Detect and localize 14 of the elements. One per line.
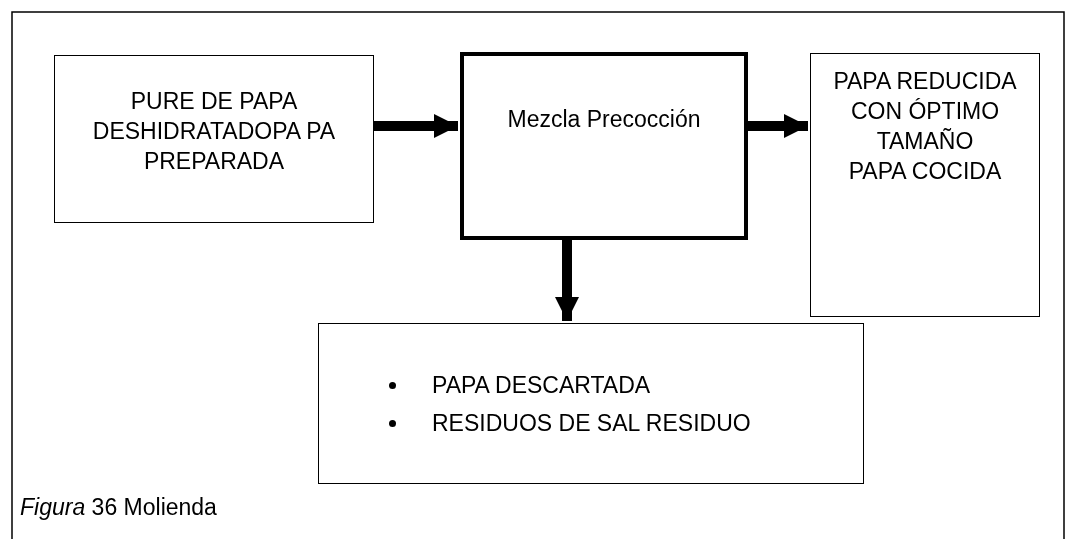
figure-caption: Figura 36 Molienda — [20, 494, 217, 521]
arrow — [748, 114, 808, 138]
bullet-item: RESIDUOS DE SAL RESIDUO — [389, 407, 751, 438]
node-label: PAPA REDUCIDA CON ÓPTIMO TAMAÑO — [832, 67, 1018, 156]
residue-box — [318, 323, 864, 484]
bullet-item: PAPA DESCARTADA — [389, 369, 651, 400]
output-box — [810, 53, 1040, 317]
process-box — [460, 52, 748, 240]
node-label: PURE DE PAPA DESHIDRATADOPA PA PREPARADA — [91, 87, 337, 176]
input-box — [54, 55, 374, 223]
node-label: PAPA COCIDA — [848, 157, 1002, 186]
arrow — [374, 114, 458, 138]
arrow — [555, 240, 579, 321]
node-label: Mezcla Precocción — [507, 105, 701, 134]
